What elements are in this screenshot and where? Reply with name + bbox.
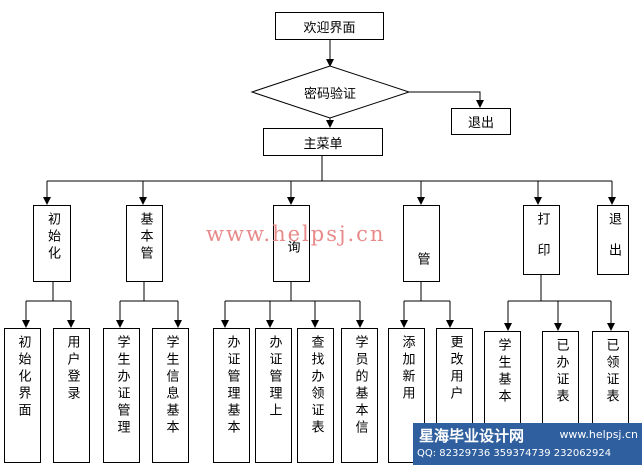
leaf-member-basic-info-label: 学员的基本信 <box>352 335 368 437</box>
leaf-find-cert-table-label: 查找办领证表 <box>308 335 324 437</box>
module-manage-label: 管 <box>414 252 430 269</box>
module-init: 初始化 <box>33 205 71 282</box>
module-manage: 管 <box>403 205 440 282</box>
module-exit: 退出 <box>597 205 629 275</box>
leaf-student-info-basic: 学生信息基本 <box>152 328 189 463</box>
module-init-label: 初始化 <box>45 212 60 263</box>
leaf-find-cert-table: 查找办领证表 <box>297 328 334 463</box>
leaf-user-login: 用户登录 <box>53 328 90 463</box>
welcome-node: 欢迎界面 <box>275 12 384 40</box>
banner-qq: QQ: 82329736 359374739 232062924 <box>417 448 612 459</box>
leaf-cert-manage-basic: 办证管理基本 <box>213 328 250 463</box>
module-print: 打印 <box>523 205 560 275</box>
leaf-cert-manage-up: 办证管理上 <box>255 328 292 463</box>
module-exit-label: 退出 <box>606 212 621 274</box>
leaf-student-basic-label: 学生基本 <box>495 338 511 406</box>
leaf-cert-manage-up-label: 办证管理上 <box>266 335 282 420</box>
leaf-student-cert-manage-label: 学生办证管理 <box>114 335 130 437</box>
leaf-issued-cert-table-label: 已办证表 <box>553 338 569 406</box>
site-banner: 星海毕业设计网 www.helpsj.cn QQ: 82329736 35937… <box>413 423 642 465</box>
leaf-init-screen-label: 初始化界面 <box>15 335 31 420</box>
leaf-member-basic-info: 学员的基本信 <box>341 328 378 463</box>
password-check-diamond <box>250 65 411 119</box>
module-query-label: 询 <box>284 240 300 257</box>
module-basic-manage-label: 基本管 <box>137 212 153 263</box>
watermark-text: www.helpsj.cn <box>206 222 386 246</box>
leaf-student-info-basic-label: 学生信息基本 <box>163 335 179 437</box>
module-query: 询 <box>273 205 310 282</box>
module-print-label: 打印 <box>534 212 550 274</box>
banner-title: 星海毕业设计网 <box>419 427 525 445</box>
leaf-add-user-label: 添加新用 <box>399 335 415 403</box>
module-basic-manage: 基本管 <box>126 205 163 282</box>
leaf-cert-manage-basic-label: 办证管理基本 <box>224 335 240 437</box>
leaf-init-screen: 初始化界面 <box>4 328 41 463</box>
exit-node-top: 退出 <box>451 108 511 135</box>
leaf-student-cert-manage: 学生办证管理 <box>103 328 140 463</box>
banner-url: www.helpsj.cn <box>559 428 638 441</box>
leaf-change-user-label: 更改用户 <box>447 335 463 403</box>
main-menu-node: 主菜单 <box>263 128 383 156</box>
leaf-collected-cert-table-label: 已领证表 <box>603 338 619 406</box>
password-check-label: 密码验证 <box>303 87 356 102</box>
leaf-user-login-label: 用户登录 <box>64 335 80 403</box>
